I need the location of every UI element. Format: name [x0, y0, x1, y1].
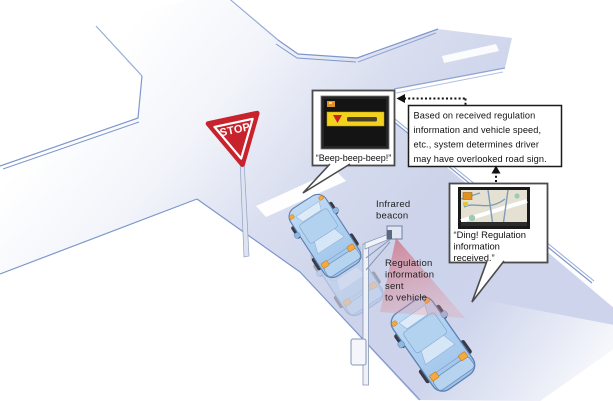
road-edge-northeast-upper-inner [357, 32, 437, 63]
label-infrared-beacon: Infrared beacon [376, 199, 410, 222]
infrared-beam [380, 238, 465, 318]
svg-text:beacon: beacon [376, 211, 408, 222]
svg-text:may have overlooked road sign.: may have overlooked road sign. [414, 154, 547, 164]
svg-text:to vehicle: to vehicle [385, 293, 427, 304]
road-edge-west-north [0, 75, 143, 167]
road-edge-north-chamfer [277, 39, 358, 59]
dashboard-display [320, 95, 390, 150]
beep-callout: “Beep-beep-beep!” [302, 89, 396, 194]
road-edge-west-north-inner [2, 121, 140, 170]
road-edge-northwest-right [229, 0, 279, 41]
svg-text:information: information [385, 270, 434, 281]
arrowhead-left-icon [396, 94, 405, 103]
nav-map-roads [460, 189, 509, 227]
road-edge-northwest-left [95, 25, 143, 77]
road-edge-northeast-lower-inner [395, 71, 504, 94]
lane-dash-northeast [442, 44, 499, 63]
info-box-frame [407, 104, 563, 168]
dotted-arrow-to-display [396, 94, 467, 106]
svg-text:information: information [454, 241, 500, 252]
stop-line-marking [256, 170, 346, 217]
road-edge-west-south [0, 198, 198, 275]
road-edge-northeast-upper [356, 28, 439, 59]
status-icon-dot [329, 102, 332, 104]
warning-triangle-icon [333, 115, 342, 123]
warning-text-glyphs [347, 117, 377, 122]
label-regulation-info: Regulation information sent to vehicle [385, 258, 434, 304]
arrowhead-up-icon [491, 165, 501, 174]
dotted-arrow-nav-to-infobox [491, 165, 501, 182]
road-edge-northeast-lower [393, 67, 506, 90]
beacon-controller-box [350, 338, 367, 366]
svg-text:“Ding! Regulation: “Ding! Regulation [454, 229, 526, 240]
infrared-beacon-emitter [387, 230, 392, 239]
beacon-arm-struts [365, 237, 393, 271]
dotted-line [404, 97, 467, 106]
nav-callout: “Ding! Regulation information received.” [448, 182, 549, 303]
stop-sign: STOP [205, 110, 260, 167]
beep-callout-tail [302, 163, 351, 194]
svg-text:information and vehicle speed,: information and vehicle speed, [414, 125, 542, 135]
nav-icon-small [463, 202, 468, 206]
system-info-box: Based on received regulation information… [407, 104, 563, 168]
infrared-beacon-assembly [350, 225, 403, 386]
road-edge-north-chamfer-inner [275, 43, 357, 63]
svg-text:received.”: received.” [454, 252, 495, 263]
nav-map-park [514, 193, 520, 199]
nav-map-park [468, 214, 476, 222]
svg-text:etc., system determines driver: etc., system determines driver [414, 140, 540, 150]
beep-caption: “Beep-beep-beep!” [316, 153, 392, 163]
svg-text:sent: sent [385, 281, 404, 292]
svg-text:Infrared: Infrared [376, 199, 410, 210]
nav-alert-icon [462, 192, 473, 200]
stop-sign-border [213, 117, 254, 160]
nav-display [458, 187, 530, 229]
nav-callout-tail [471, 260, 505, 303]
nav-bottom-bar [461, 222, 527, 226]
svg-text:Based on received regulation: Based on received regulation [414, 111, 536, 121]
svg-text:Regulation: Regulation [385, 258, 432, 269]
